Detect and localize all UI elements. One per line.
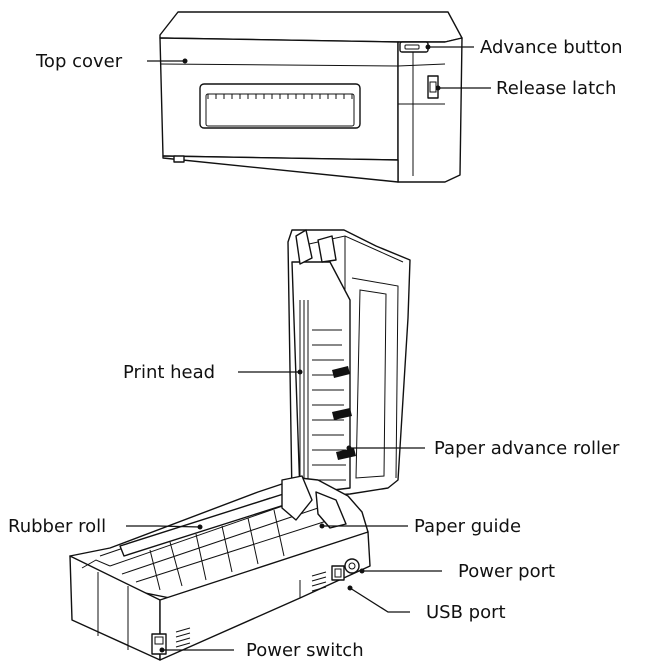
label-power-switch: Power switch <box>246 640 364 661</box>
print-head-dot <box>297 369 303 375</box>
callout-lines <box>126 44 491 653</box>
label-rubber-roll: Rubber roll <box>8 516 106 537</box>
label-power-port: Power port <box>458 561 555 582</box>
labels: Top cover Advance button Release latch P… <box>8 37 623 661</box>
power-switch-dot <box>159 647 165 653</box>
label-advance-button: Advance button <box>480 37 623 58</box>
label-paper-guide: Paper guide <box>414 516 521 537</box>
label-print-head: Print head <box>123 362 215 383</box>
release-latch-dot <box>435 85 441 91</box>
power-port-dot <box>359 568 365 574</box>
paper-advance-roller-dot <box>346 445 352 451</box>
open-printer-illustration <box>69 229 411 661</box>
rubber-roll-leader <box>126 525 201 528</box>
label-usb-port: USB port <box>426 602 506 623</box>
usb-port-dot <box>347 585 353 591</box>
label-top-cover: Top cover <box>35 51 123 72</box>
rubber-roll-dot <box>197 524 203 530</box>
label-paper-advance-roller: Paper advance roller <box>434 438 620 459</box>
paper-guide-dot <box>319 523 325 529</box>
usb-port-leader <box>349 587 410 613</box>
label-release-latch: Release latch <box>496 78 616 99</box>
advance-button-dot <box>425 44 431 50</box>
closed-printer-illustration <box>159 11 463 183</box>
top-cover-dot <box>182 58 188 64</box>
